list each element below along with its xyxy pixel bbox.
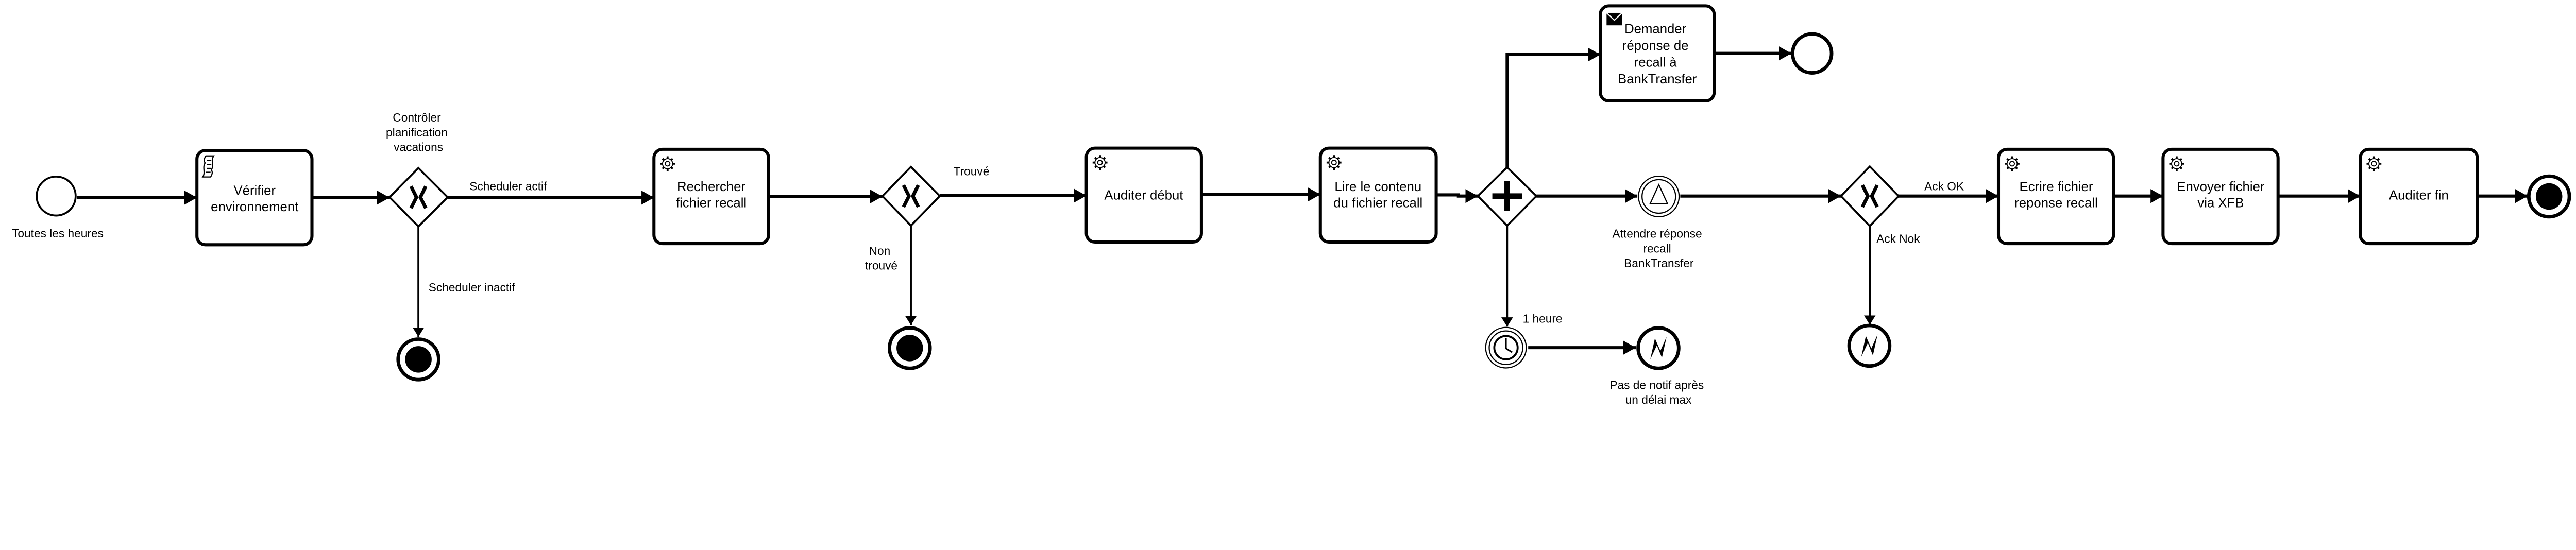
error-end-event-ack-nok[interactable] xyxy=(1847,323,1892,368)
end-event-final[interactable] xyxy=(2527,174,2571,219)
label-ack-nok: Ack Nok xyxy=(1876,232,1920,246)
intermediate-event-attendre-reponse[interactable]: Attendre réponse recall BankTransfer xyxy=(1613,175,1705,270)
svg-text:Auditer fin: Auditer fin xyxy=(2389,188,2449,203)
plus-icon xyxy=(1492,181,1522,211)
label-non-trouve: Non trouvé xyxy=(865,244,897,272)
clock-icon xyxy=(1493,335,1519,360)
task-demander-reponse-recall[interactable]: Demander réponse de recall à BankTransfe… xyxy=(1599,4,1716,103)
svg-text:Auditer début: Auditer début xyxy=(1104,188,1183,203)
timer-event-1-heure[interactable] xyxy=(1485,326,1527,369)
end-event-scheduler-inactif[interactable] xyxy=(396,337,440,382)
end-event-non-trouve[interactable] xyxy=(888,326,932,370)
label-1-heure: 1 heure xyxy=(1523,312,1563,325)
task-auditer-debut[interactable]: Auditer début xyxy=(1084,146,1203,244)
sequence-flows xyxy=(77,46,2528,355)
gateway-label: Contrôler planification vacations xyxy=(386,111,451,154)
start-event-label: Toutes les heures xyxy=(12,227,104,240)
gateway-parallel[interactable] xyxy=(1476,166,1538,227)
gateway-controler-planification[interactable]: Contrôler planification vacations xyxy=(386,111,451,228)
bpmn-diagram: Scheduler actif Scheduler inactif Trouvé… xyxy=(12,4,2571,407)
end-event-demander[interactable] xyxy=(1790,32,1834,75)
label-trouve: Trouvé xyxy=(954,165,990,178)
flow-lire-to-parallel[interactable] xyxy=(1436,189,1478,203)
start-event[interactable] xyxy=(36,175,77,217)
signal-icon xyxy=(1649,183,1669,204)
gateway-fichier-trouve[interactable] xyxy=(881,165,941,227)
error-timeout-label: Pas de notif après un délai max xyxy=(1609,378,1707,406)
error-end-event-timeout[interactable]: Pas de notif après un délai max xyxy=(1609,326,1707,407)
svg-text:Demander réponse de: Demander réponse de recall à BankTransfe… xyxy=(1618,22,1697,87)
x-icon xyxy=(902,184,920,208)
attendre-label: Attendre réponse recall BankTransfer xyxy=(1613,227,1705,270)
label-ack-ok: Ack OK xyxy=(1924,179,1964,193)
error-icon xyxy=(1861,334,1878,357)
x-icon xyxy=(1860,184,1879,208)
x-icon xyxy=(409,185,428,209)
label-scheduler-actif: Scheduler actif xyxy=(469,179,547,193)
gateway-ack[interactable] xyxy=(1839,165,1900,228)
flow-parallel-to-demander[interactable] xyxy=(1505,47,1601,167)
error-icon xyxy=(1650,336,1667,359)
script-icon xyxy=(201,155,215,178)
task-auditer-fin[interactable]: Auditer fin xyxy=(2359,147,2479,246)
envelope-icon xyxy=(1606,12,1623,26)
label-scheduler-inactif: Scheduler inactif xyxy=(429,281,515,294)
